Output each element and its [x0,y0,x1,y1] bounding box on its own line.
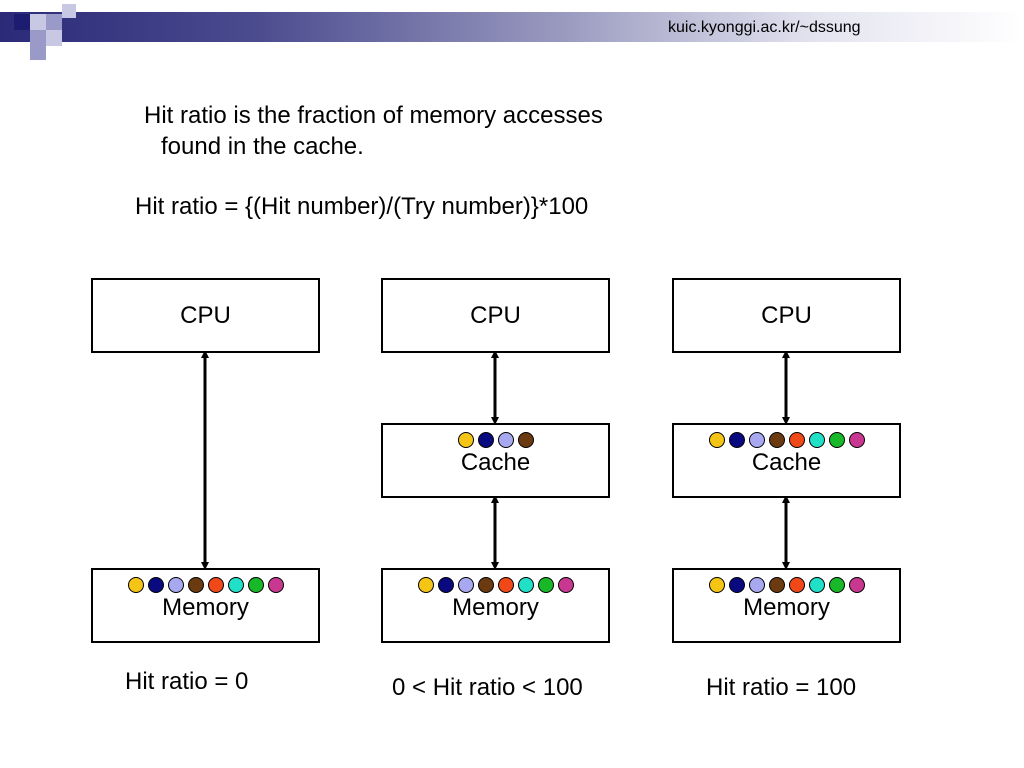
data-dot-red [497,577,514,593]
cache-box: Cache [672,423,901,498]
cpu-label: CPU [470,302,521,329]
data-dot-navy [728,577,745,593]
hit-ratio-definition: Hit ratio is the fraction of memory acce… [144,100,603,162]
memory-box: Memory [672,568,901,643]
data-dot-lavender [748,577,765,593]
data-dot-magenta [848,577,865,593]
memory-box: Memory [91,568,320,643]
data-dot-brown [517,432,534,448]
data-dot-red [788,577,805,593]
data-dot-cyan [517,577,534,593]
data-dot-magenta [848,432,865,448]
definition-line-2: found in the cache. [161,133,364,160]
hit-ratio-caption: Hit ratio = 100 [706,674,857,701]
cpu-box: CPU [381,278,610,353]
data-dot-lavender [748,432,765,448]
memory-data-dots [674,577,899,595]
memory-label: Memory [162,594,249,621]
header-gradient-bar [0,12,1024,42]
data-dot-yellow [127,577,144,593]
data-dot-lavender [457,577,474,593]
data-dot-navy [728,432,745,448]
data-dot-green [537,577,554,593]
data-dot-navy [437,577,454,593]
data-dot-green [828,577,845,593]
cache-data-dots [674,432,899,450]
data-dot-red [788,432,805,448]
data-dot-yellow [457,432,474,448]
data-dot-cyan [227,577,244,593]
cache-label: Cache [460,449,531,476]
cpu-label: CPU [761,302,812,329]
data-dot-navy [147,577,164,593]
data-dot-yellow [417,577,434,593]
cache-label: Cache [751,449,822,476]
data-dot-yellow [708,432,725,448]
cache-box: Cache [381,423,610,498]
cache-data-dots [383,432,608,450]
hit-ratio-caption: Hit ratio = 0 [125,668,249,695]
memory-data-dots [383,577,608,595]
memory-label: Memory [743,594,830,621]
hit-ratio-caption: 0 < Hit ratio < 100 [392,674,583,701]
data-dot-magenta [557,577,574,593]
data-dot-cyan [808,577,825,593]
cpu-label: CPU [180,302,231,329]
definition-line-1: Hit ratio is the fraction of memory acce… [144,102,603,129]
data-dot-brown [187,577,204,593]
memory-box: Memory [381,568,610,643]
hit-ratio-formula: Hit ratio = {(Hit number)/(Try number)}*… [135,193,589,220]
cpu-box: CPU [91,278,320,353]
data-dot-lavender [167,577,184,593]
memory-data-dots [93,577,318,595]
data-dot-brown [768,432,785,448]
data-dot-green [828,432,845,448]
data-dot-yellow [708,577,725,593]
data-dot-brown [768,577,785,593]
cpu-box: CPU [672,278,901,353]
data-dot-red [207,577,224,593]
data-dot-magenta [267,577,284,593]
data-dot-lavender [497,432,514,448]
header-url: kuic.kyonggi.ac.kr/~dssung [668,19,861,36]
data-dot-cyan [808,432,825,448]
data-dot-green [247,577,264,593]
memory-label: Memory [452,594,539,621]
data-dot-brown [477,577,494,593]
data-dot-navy [477,432,494,448]
